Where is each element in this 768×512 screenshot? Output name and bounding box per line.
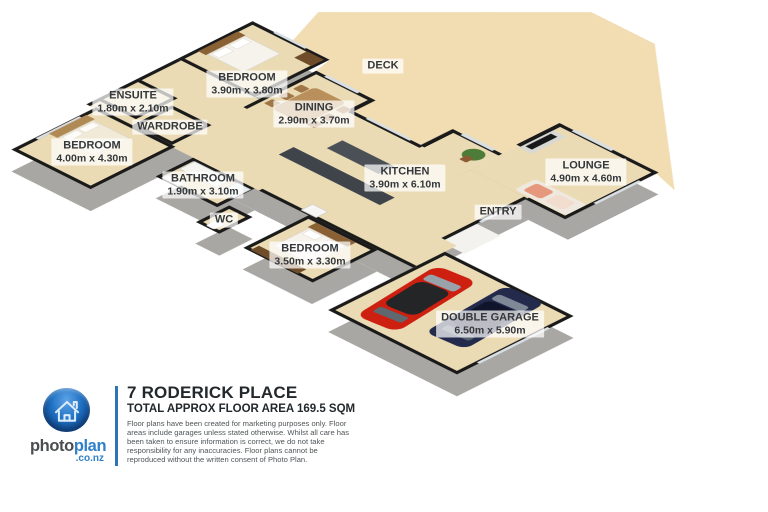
room-name: BEDROOM — [281, 242, 339, 255]
room-name: BEDROOM — [218, 71, 276, 84]
room-label-deck: DECK — [362, 58, 404, 74]
room-dimensions: 6.50m x 5.90m — [454, 324, 526, 337]
room-name: BATHROOM — [171, 172, 235, 185]
room-name: DOUBLE GARAGE — [441, 311, 539, 324]
room-name: ENTRY — [479, 205, 517, 218]
room-name: DINING — [294, 101, 334, 114]
disclaimer-text: Floor plans have been created for market… — [127, 419, 350, 464]
wordmark-plan: plan — [73, 437, 107, 455]
room-dimensions: 4.90m x 4.60m — [550, 172, 622, 185]
room-dimensions: 3.50m x 3.30m — [274, 255, 346, 268]
room-name: LOUNGE — [562, 159, 610, 172]
room-dimensions: 2.90m x 3.70m — [278, 114, 350, 127]
room-dimensions: 3.90m x 3.80m — [211, 84, 283, 97]
room-name: ENSUITE — [109, 89, 157, 102]
floor-area-subtitle: TOTAL APPROX FLOOR AREA 169.5 SQM — [127, 403, 356, 415]
room-dimensions: 1.80m x 2.10m — [97, 102, 169, 115]
photoplan-wordmark: photoplan — [30, 437, 107, 456]
house-icon — [54, 400, 79, 422]
room-dimensions: 3.90m x 6.10m — [369, 178, 441, 191]
brand-domain: .co.nz — [75, 453, 104, 464]
photoplan-logo-icon — [43, 388, 90, 432]
room-dimensions: 4.00m x 4.30m — [56, 152, 128, 165]
room-dimensions: 1.90m x 3.10m — [167, 185, 239, 198]
room-name: BEDROOM — [63, 139, 121, 152]
room-label-wardrobe: WARDROBE — [132, 119, 208, 135]
room-name: WARDROBE — [137, 120, 203, 133]
room-label-entry: ENTRY — [474, 204, 522, 220]
page-title: 7 RODERICK PLACE — [127, 383, 298, 402]
room-name: KITCHEN — [380, 165, 430, 178]
wordmark-photo: photo — [30, 437, 74, 455]
room-name: DECK — [367, 59, 399, 72]
divider — [115, 386, 118, 466]
room-label-wc: WC — [209, 212, 239, 228]
room-name: WC — [214, 213, 234, 226]
